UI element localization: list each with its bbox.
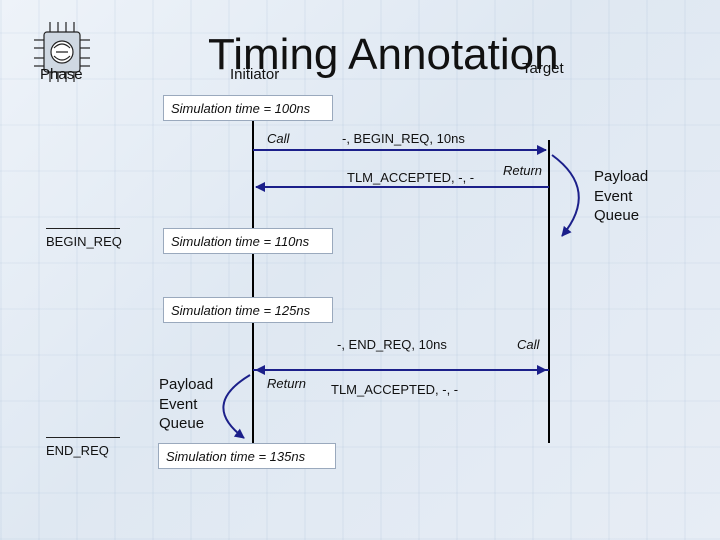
queue-line: Event <box>594 187 633 205</box>
time-marker-110: Simulation time = 110ns <box>163 228 333 254</box>
slide-title: Timing Annotation <box>208 30 559 79</box>
tlm-accepted-bottom-label: TLM_ACCEPTED, -, - <box>331 382 459 397</box>
time-marker-125: Simulation time = 125ns <box>163 297 333 323</box>
queue-line: Event <box>159 395 198 413</box>
begin-req-args-label: -, BEGIN_REQ, 10ns <box>342 131 465 146</box>
return-bottom-label: Return <box>267 376 307 391</box>
phase-end-req: END_REQ <box>46 443 109 458</box>
header-initiator: Initiator <box>230 66 280 83</box>
header-target: Target <box>522 60 564 77</box>
chip-logo-icon <box>30 18 94 93</box>
tlm-accepted-top-label: TLM_ACCEPTED, -, - <box>347 170 475 185</box>
queue-line: Queue <box>594 207 640 224</box>
queue-line: Payload <box>159 376 214 393</box>
phase-begin-req: BEGIN_REQ <box>46 234 122 249</box>
initiator-queue-curve-arrow <box>222 374 251 439</box>
queue-line: Queue <box>159 415 205 432</box>
time-marker-135: Simulation time = 135ns <box>158 443 336 469</box>
phase-divider <box>46 228 120 229</box>
initiator-payload-event-queue: Payload Event Queue <box>159 375 213 434</box>
call-bottom-label: Call <box>517 337 540 352</box>
target-queue-curve-arrow <box>551 154 580 237</box>
call-top-label: Call <box>267 131 290 146</box>
end-req-args-label: -, END_REQ, 10ns <box>337 337 447 352</box>
return-top-label: Return <box>503 163 543 178</box>
header-phase: Phase <box>40 66 83 83</box>
time-marker-100: Simulation time = 100ns <box>163 95 333 121</box>
phase-divider <box>46 437 120 438</box>
target-payload-event-queue: Payload Event Queue <box>594 167 648 226</box>
queue-line: Payload <box>594 168 649 185</box>
